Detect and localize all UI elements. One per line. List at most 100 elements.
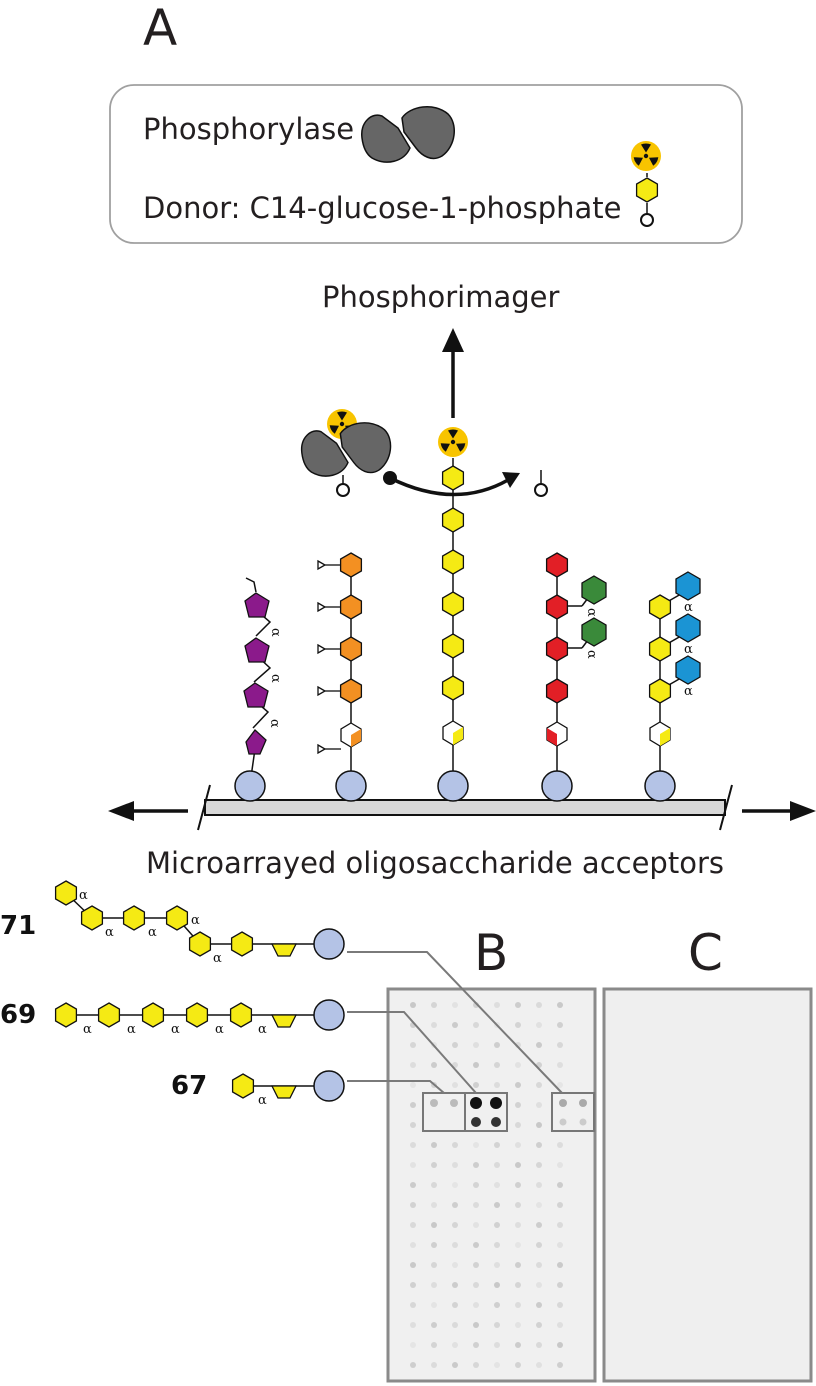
array-spot: [536, 1322, 542, 1328]
array-spot: [452, 1002, 458, 1008]
array-spot: [536, 1162, 542, 1168]
array-spot: [494, 1202, 500, 1208]
array-spot: [452, 1242, 458, 1248]
array-spot: [473, 1082, 479, 1088]
array-spot: [515, 1022, 521, 1028]
svg-text:α: α: [268, 628, 283, 637]
released-phosphate: [534, 470, 548, 497]
array-spot: [473, 1142, 479, 1148]
svg-text:α: α: [268, 674, 283, 683]
array-spot: [557, 1362, 563, 1368]
linker-bead: [313, 999, 345, 1031]
array-spot: [515, 1362, 521, 1368]
array-spot: [494, 1262, 500, 1268]
array-spot: [473, 1262, 479, 1268]
array-spot: [515, 1182, 521, 1188]
readout-arrow: [442, 328, 464, 418]
array-spot: [557, 1182, 563, 1188]
array-spot: [536, 1142, 542, 1148]
array-spot: [536, 1242, 542, 1248]
legend-enzyme-label: Phosphorylase: [143, 112, 354, 146]
array-spot: [536, 1042, 542, 1048]
array-spot: [473, 1062, 479, 1068]
array-spot: [515, 1162, 521, 1168]
array-spot: [494, 1302, 500, 1308]
acceptor-chain-5: α α α: [644, 571, 701, 802]
array-spot: [431, 1162, 437, 1168]
array-spot: [410, 1222, 416, 1228]
acceptor-chain-2: [317, 552, 367, 802]
array-spot: [452, 1262, 458, 1268]
svg-text:α: α: [684, 642, 693, 657]
array-spot: [431, 1362, 437, 1368]
array-spot: [452, 1182, 458, 1188]
array-spot: [515, 1342, 521, 1348]
array-spot: [515, 1082, 521, 1088]
svg-text:α: α: [258, 1093, 267, 1108]
array-spot: [410, 1362, 416, 1368]
array-spot: [452, 1162, 458, 1168]
svg-text:α: α: [258, 1022, 267, 1037]
array-spot: [515, 1202, 521, 1208]
array-spot: [557, 1222, 563, 1228]
array-spot: [515, 1242, 521, 1248]
svg-text:α: α: [127, 1022, 136, 1037]
svg-text:α: α: [105, 925, 114, 940]
array-spot: [557, 1262, 563, 1268]
array-spot: [410, 1142, 416, 1148]
array-spot: [494, 1182, 500, 1188]
surface-caption: Microarrayed oligosaccharide acceptors: [146, 846, 724, 880]
array-spot: [557, 1162, 563, 1168]
array-spot: [431, 1182, 437, 1188]
array-spot: [452, 1282, 458, 1288]
acceptor-chain-3: [437, 427, 469, 802]
array-spot: [410, 1302, 416, 1308]
linker-bead: [644, 770, 676, 802]
array-image-b: [386, 987, 597, 1383]
array-spot: [431, 1342, 437, 1348]
array-spot: [473, 1222, 479, 1228]
array-spot: [473, 1302, 479, 1308]
array-spot: [536, 1102, 542, 1108]
svg-text:α: α: [148, 925, 157, 940]
svg-text:α: α: [191, 913, 200, 928]
array-spot: [494, 1042, 500, 1048]
array-spot: [557, 1282, 563, 1288]
array-spot: [473, 1342, 479, 1348]
array-spot: [494, 1362, 500, 1368]
array-spot: [494, 1342, 500, 1348]
array-image-c: [602, 987, 813, 1383]
array-spot: [410, 1002, 416, 1008]
array-spot: [473, 1282, 479, 1288]
array-spot: [410, 1262, 416, 1268]
array-spot: [410, 1162, 416, 1168]
array-spot: [557, 1242, 563, 1248]
array-spot: [515, 1122, 521, 1128]
phosphate-icon: [336, 483, 350, 497]
array-spot: [473, 1042, 479, 1048]
array-spot: [557, 1062, 563, 1068]
readout-label: Phosphorimager: [322, 280, 560, 314]
array-spot: [536, 1222, 542, 1228]
connector-lines: [347, 951, 563, 1094]
phosphate-icon: [534, 483, 548, 497]
array-spot: [473, 1242, 479, 1248]
radioactive-icon: [631, 141, 661, 171]
array-spot: [494, 1322, 500, 1328]
acceptor-number-67: 67: [171, 1071, 207, 1101]
array-spot: [557, 1302, 563, 1308]
array-spot: [452, 1362, 458, 1368]
array-spot: [410, 1322, 416, 1328]
array-spot: [536, 1182, 542, 1188]
array-spot: [536, 1262, 542, 1268]
array-spot: [410, 1342, 416, 1348]
array-spot: [431, 1242, 437, 1248]
array-spot: [452, 1222, 458, 1228]
array-spot: [494, 1142, 500, 1148]
array-spot: [452, 1202, 458, 1208]
array-spot: [410, 1202, 416, 1208]
svg-text:α: α: [215, 1022, 224, 1037]
array-spot: [536, 1362, 542, 1368]
array-spot: [410, 1082, 416, 1088]
array-spot: [494, 1082, 500, 1088]
